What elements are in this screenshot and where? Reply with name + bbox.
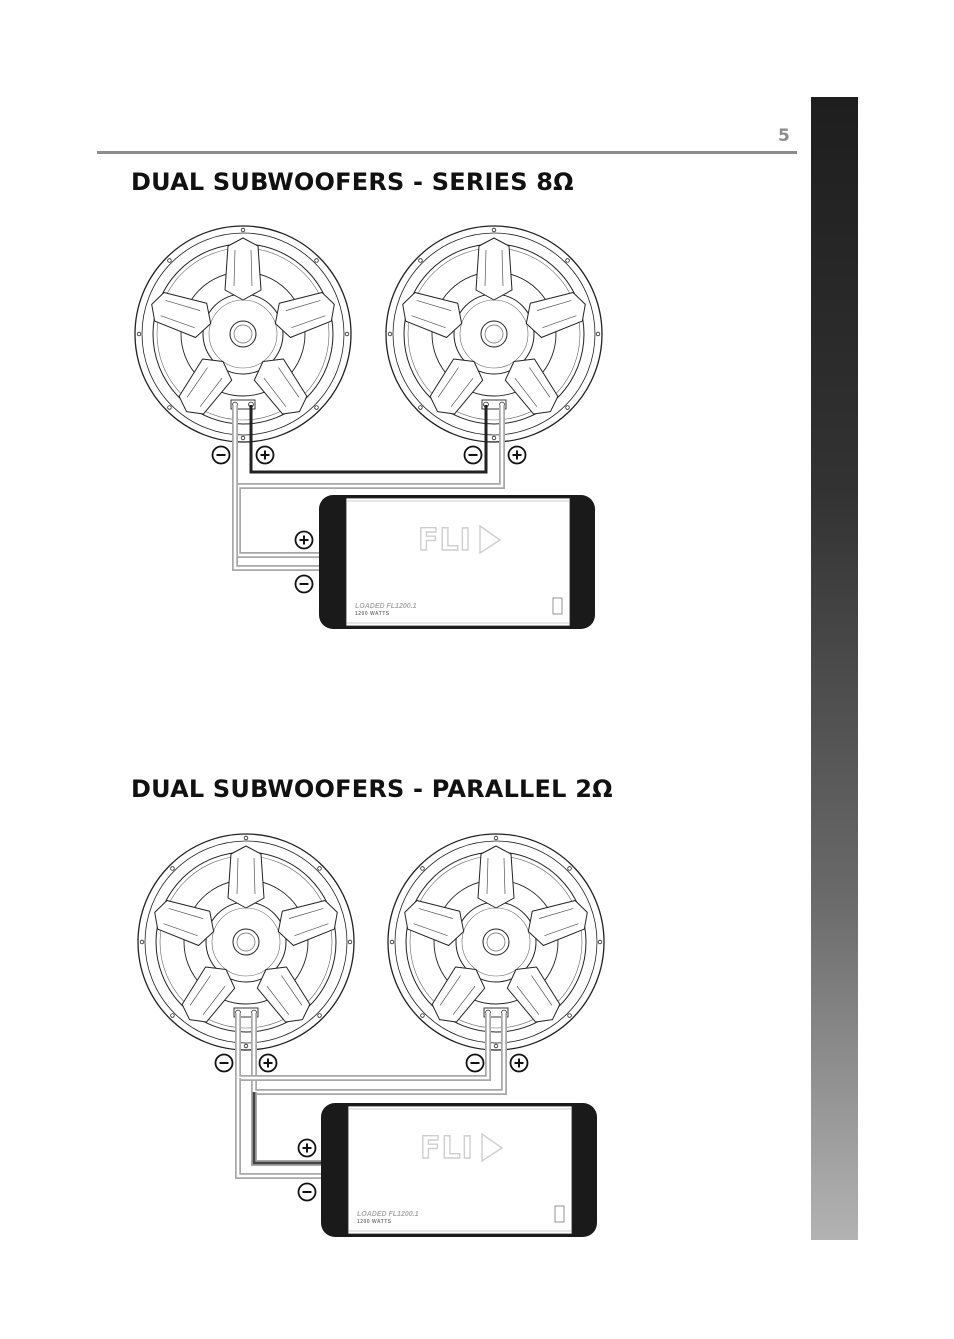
plus-icon bbox=[509, 1053, 529, 1073]
page-number: 5 bbox=[778, 126, 790, 146]
amp-logo: FLI bbox=[420, 1131, 474, 1166]
amp-watts: 1200 WATTS bbox=[355, 611, 390, 617]
parallel-subwoofer-left bbox=[137, 833, 355, 1051]
parallel-amplifier: FLI LOADED FL1200.1 1200 WATTS bbox=[321, 1103, 597, 1237]
minus-icon bbox=[214, 1053, 234, 1073]
parallel-diagram: FLI LOADED FL1200.1 1200 WATTS bbox=[137, 833, 605, 1237]
amp-model: LOADED FL1200.1 bbox=[355, 603, 417, 610]
side-tab-bar bbox=[811, 97, 858, 1240]
minus-icon bbox=[294, 574, 314, 594]
parallel-subwoofer-right bbox=[387, 833, 605, 1051]
plus-icon bbox=[507, 445, 527, 465]
plus-icon bbox=[255, 445, 275, 465]
parallel-section-title: DUAL SUBWOOFERS - PARALLEL 2Ω bbox=[131, 775, 613, 803]
series-subwoofer-right bbox=[385, 225, 603, 443]
series-link-wire bbox=[249, 405, 488, 474]
amp-model: LOADED FL1200.1 bbox=[357, 1211, 419, 1218]
series-amplifier: FLI LOADED FL1200.1 1200 WATTS bbox=[319, 495, 595, 629]
minus-icon bbox=[465, 1053, 485, 1073]
header-rule bbox=[97, 151, 797, 154]
minus-icon bbox=[211, 445, 231, 465]
series-section-title: DUAL SUBWOOFERS - SERIES 8Ω bbox=[131, 168, 574, 196]
minus-icon bbox=[297, 1182, 317, 1202]
plus-icon bbox=[294, 530, 314, 550]
series-subwoofer-left bbox=[134, 225, 352, 443]
series-diagram: FLI LOADED FL1200.1 1200 WATTS bbox=[134, 225, 603, 629]
minus-icon bbox=[463, 445, 483, 465]
amp-badge-icon bbox=[552, 597, 563, 615]
amp-logo: FLI bbox=[418, 523, 472, 558]
amp-watts: 1200 WATTS bbox=[357, 1219, 392, 1225]
plus-icon bbox=[258, 1053, 278, 1073]
amp-badge-icon bbox=[554, 1205, 565, 1223]
plus-icon bbox=[297, 1138, 317, 1158]
